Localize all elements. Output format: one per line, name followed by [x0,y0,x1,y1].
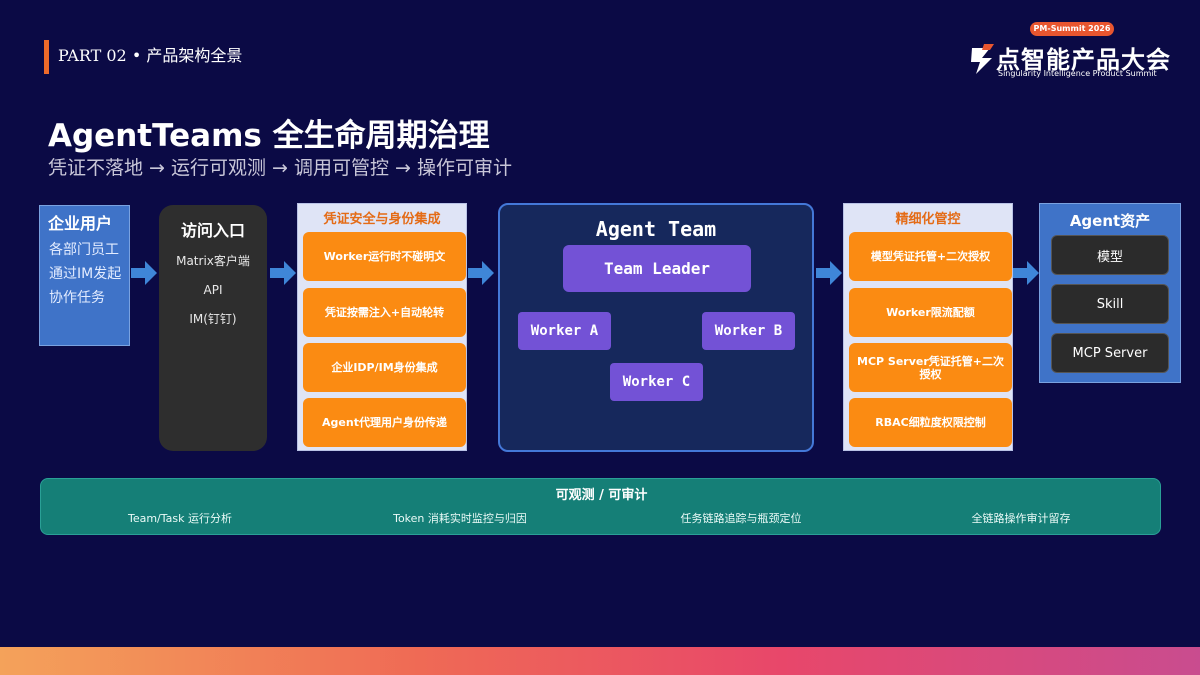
asset-item: 模型 [1051,235,1169,275]
observability-item: Team/Task 运行分析 [127,512,233,525]
access-entry-box: 访问入口 Matrix客户端 API IM(钉钉) [159,205,267,451]
flow-arrow-icon [131,261,157,285]
page-subtitle: 凭证不落地 → 运行可观测 → 调用可管控 → 操作可审计 [48,157,512,179]
agent-team-title: Agent Team [595,217,717,241]
agent-team-box: Agent Team Team Leader Worker A Worker B… [498,203,814,452]
agent-assets-title: Agent资产 [1069,212,1151,230]
observability-item: 全链路操作审计留存 [971,512,1071,525]
access-entry-item: API [203,283,223,297]
enterprise-user-line: 协作任务 [49,290,105,306]
fine-control-item: RBAC细粒度权限控制 [849,398,1012,447]
access-entry-title: 访问入口 [180,221,245,240]
page-title: AgentTeams 全生命周期治理 [48,118,490,154]
worker-c-node: Worker C [610,363,703,401]
summit-logo-subtitle: Singularity Intelligence Product Summit [998,69,1157,78]
credential-security-title: 凭证安全与身份集成 [323,212,441,227]
summit-badge: PM-Summit 2026 [1030,22,1114,36]
fine-control-panel: 精细化管控 模型凭证托管+二次授权 Worker限流配额 MCP Server凭… [843,203,1013,451]
part-label: PART 02 • 产品架构全景 [58,46,243,65]
credential-item: Agent代理用户身份传递 [303,398,466,447]
observability-band: 可观测 / 可审计 Team/Task 运行分析 Token 消耗实时监控与归因… [40,478,1161,535]
access-entry-item: Matrix客户端 [176,254,250,268]
worker-b-node: Worker B [702,312,795,350]
part-accent-bar [44,40,49,74]
flow-arrow-icon [816,261,842,285]
credential-item: 企业IDP/IM身份集成 [303,343,466,392]
enterprise-user-title: 企业用户 [48,214,113,233]
asset-item: Skill [1051,284,1169,324]
summit-logo-icon [968,42,998,76]
observability-item: 任务链路追踪与瓶颈定位 [680,512,802,525]
enterprise-user-box: 企业用户 各部门员工 通过IM发起 协作任务 [39,205,130,346]
fine-control-item: Worker限流配额 [849,288,1012,337]
summit-logo-text: 点智能产品大会 [996,46,1171,74]
team-leader-node: Team Leader [563,245,751,292]
observability-title: 可观测 / 可审计 [555,488,648,503]
flow-arrow-icon [270,261,296,285]
credential-item: Worker运行时不碰明文 [303,232,466,281]
credential-security-panel: 凭证安全与身份集成 Worker运行时不碰明文 凭证按需注入+自动轮转 企业ID… [297,203,467,451]
worker-a-node: Worker A [518,312,611,350]
enterprise-user-line: 通过IM发起 [49,266,122,282]
bottom-gradient-bar [0,647,1200,675]
fine-control-item: MCP Server凭证托管+二次授权 [849,343,1012,392]
fine-control-item: 模型凭证托管+二次授权 [849,232,1012,281]
flow-arrow-icon [1013,261,1039,285]
flow-arrow-icon [468,261,494,285]
asset-item: MCP Server [1051,333,1169,373]
observability-item: Token 消耗实时监控与归因 [393,512,527,525]
enterprise-user-line: 各部门员工 [49,242,119,258]
credential-item: 凭证按需注入+自动轮转 [303,288,466,337]
agent-assets-box: Agent资产 模型 Skill MCP Server [1039,203,1181,383]
access-entry-item: IM(钉钉) [189,312,237,326]
fine-control-title: 精细化管控 [895,212,961,227]
